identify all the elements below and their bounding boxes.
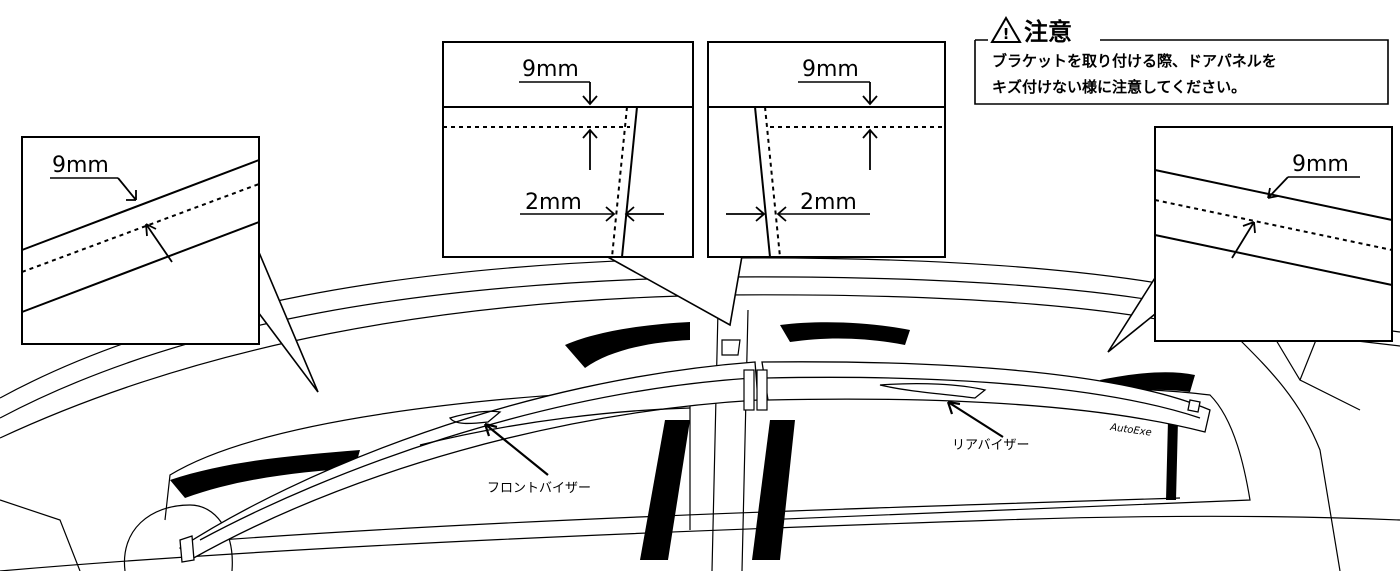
arrow-right bbox=[605, 206, 616, 222]
caution-line-1: ブラケットを取り付ける際、ドアパネルを bbox=[992, 52, 1277, 70]
b-pillar-front bbox=[640, 420, 690, 560]
arrow-up bbox=[145, 223, 173, 263]
arrow-left bbox=[776, 206, 787, 222]
callout-front-top: 9mm bbox=[21, 136, 260, 345]
rear-visor-vent bbox=[879, 382, 987, 399]
callout-frame bbox=[707, 41, 946, 258]
center-pillar-edge bbox=[711, 309, 749, 571]
rear-quarter-post bbox=[1166, 420, 1178, 500]
rear-visor-leader bbox=[946, 400, 1004, 438]
pillar-dotted-line bbox=[764, 106, 781, 258]
callout-center-left: 9mm 2mm bbox=[442, 41, 694, 258]
rear-visor-ridge bbox=[765, 376, 1201, 419]
front-visor-end bbox=[179, 535, 195, 563]
belt-line-lower bbox=[0, 515, 1400, 571]
bracket-clip bbox=[721, 339, 741, 356]
front-visor-ridge bbox=[199, 377, 753, 541]
arrow-up bbox=[1231, 221, 1256, 259]
arrow-left bbox=[624, 206, 664, 222]
rear-pillar bbox=[1239, 339, 1341, 571]
callout-pointers bbox=[257, 249, 1161, 393]
front-callout-pointer bbox=[257, 249, 319, 393]
center-callout-pointer bbox=[605, 255, 743, 327]
caution-title: 注意 bbox=[1024, 18, 1072, 46]
front-pillar-top bbox=[565, 322, 690, 368]
front-visor-vent bbox=[448, 410, 502, 425]
front-window-trim bbox=[170, 450, 360, 498]
warning-triangle-mark: ! bbox=[1003, 25, 1010, 43]
side-dimension-label: 2mm bbox=[525, 190, 582, 215]
callout-frame bbox=[21, 136, 260, 345]
rear-callout-pointer bbox=[1107, 269, 1161, 353]
arrow-down bbox=[1267, 176, 1289, 199]
front-visor-leader bbox=[483, 422, 549, 476]
rear-visor bbox=[761, 361, 1211, 433]
visor-top-edge bbox=[21, 159, 260, 251]
bracket-left bbox=[743, 369, 755, 411]
dimension-label: 9mm bbox=[1292, 152, 1349, 177]
arrow-up bbox=[582, 128, 598, 170]
b-pillar-rear bbox=[752, 420, 795, 560]
callout-center-right: 9mm 2mm bbox=[707, 41, 946, 258]
arrow-up bbox=[862, 128, 878, 170]
top-dimension-label: 9mm bbox=[522, 57, 579, 82]
rear-visor-label: リアバイザー bbox=[952, 438, 1029, 453]
rear-pillar-top bbox=[780, 322, 910, 345]
caution-line-2: キズ付けない様に注意してください。 bbox=[992, 78, 1246, 96]
part-labels: フロントバイザー リアバイザー bbox=[483, 400, 1029, 496]
caution-notice: ! 注意 ブラケットを取り付ける際、ドアパネルを キズ付けない様に注意してくださ… bbox=[974, 16, 1389, 105]
callout-frame bbox=[442, 41, 694, 258]
visor-dotted-line bbox=[21, 183, 260, 273]
side-dimension-label: 2mm bbox=[800, 190, 857, 215]
black-trim bbox=[170, 322, 1195, 560]
bracket-right bbox=[756, 369, 768, 411]
arrow-right bbox=[726, 206, 766, 222]
pillar-edge bbox=[754, 106, 771, 258]
brand-mark: AutoExe bbox=[1109, 422, 1153, 439]
visor-bottom-edge bbox=[21, 221, 260, 313]
arrow-down bbox=[117, 177, 137, 201]
dimension-label: 9mm bbox=[52, 153, 109, 178]
front-visor-label: フロントバイザー bbox=[487, 481, 591, 496]
callout-frame bbox=[1154, 126, 1393, 342]
visor-bottom-edge bbox=[1154, 234, 1393, 286]
callout-rear-top: 9mm bbox=[1154, 126, 1393, 342]
front-visor-inner bbox=[419, 407, 691, 446]
rear-visor-end bbox=[1187, 399, 1201, 413]
caution-frame bbox=[974, 39, 1389, 105]
visor-dotted-line bbox=[1154, 199, 1393, 251]
arrow-down bbox=[862, 82, 878, 106]
pillar-dotted-line bbox=[611, 106, 628, 258]
warning-triangle-icon bbox=[990, 16, 1022, 43]
center-bracket bbox=[721, 339, 768, 411]
visor-top-edge bbox=[1154, 169, 1393, 221]
front-hood-edge bbox=[0, 499, 81, 571]
arrow-down bbox=[582, 82, 598, 106]
rear-visor-body bbox=[761, 361, 1211, 433]
roof-line-third bbox=[0, 294, 1241, 439]
top-dimension-label: 9mm bbox=[802, 57, 859, 82]
pillar-edge bbox=[621, 106, 638, 258]
